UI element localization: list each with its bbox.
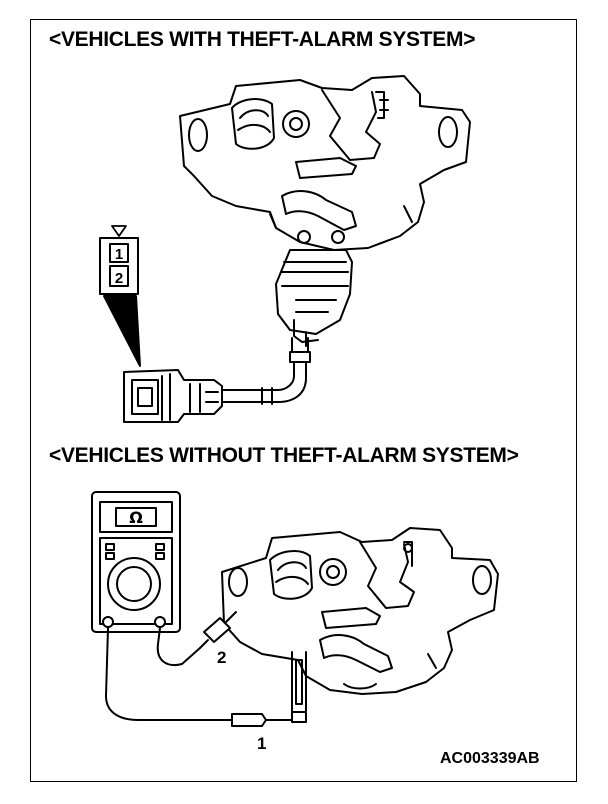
- figure-code: AC003339AB: [440, 750, 540, 767]
- test-lead-1: [105, 627, 293, 727]
- heading-with-theft-alarm: <VEHICLES WITH THEFT-ALARM SYSTEM>: [49, 28, 476, 51]
- hood-latch-top: [179, 75, 471, 251]
- test-lead-2: [156, 611, 237, 666]
- callout-1: 1: [257, 734, 267, 753]
- harness-connector: [123, 369, 223, 423]
- ohm-symbol: Ω: [129, 508, 143, 527]
- connector-face-view: [99, 225, 139, 295]
- connector-pin-2-label: 2: [115, 270, 123, 287]
- callout-2: 2: [217, 648, 227, 667]
- switch-harness: [221, 337, 311, 405]
- view-pointer-wedge: [103, 295, 141, 367]
- theft-alarm-switch: [275, 249, 353, 347]
- connector-pin-1-label: 1: [115, 246, 123, 263]
- heading-without-theft-alarm: <VEHICLES WITHOUT THEFT-ALARM SYSTEM>: [49, 444, 519, 467]
- switch-terminal-stud: [291, 651, 307, 723]
- hood-latch-bottom: [221, 527, 499, 695]
- ohmmeter: [91, 491, 181, 633]
